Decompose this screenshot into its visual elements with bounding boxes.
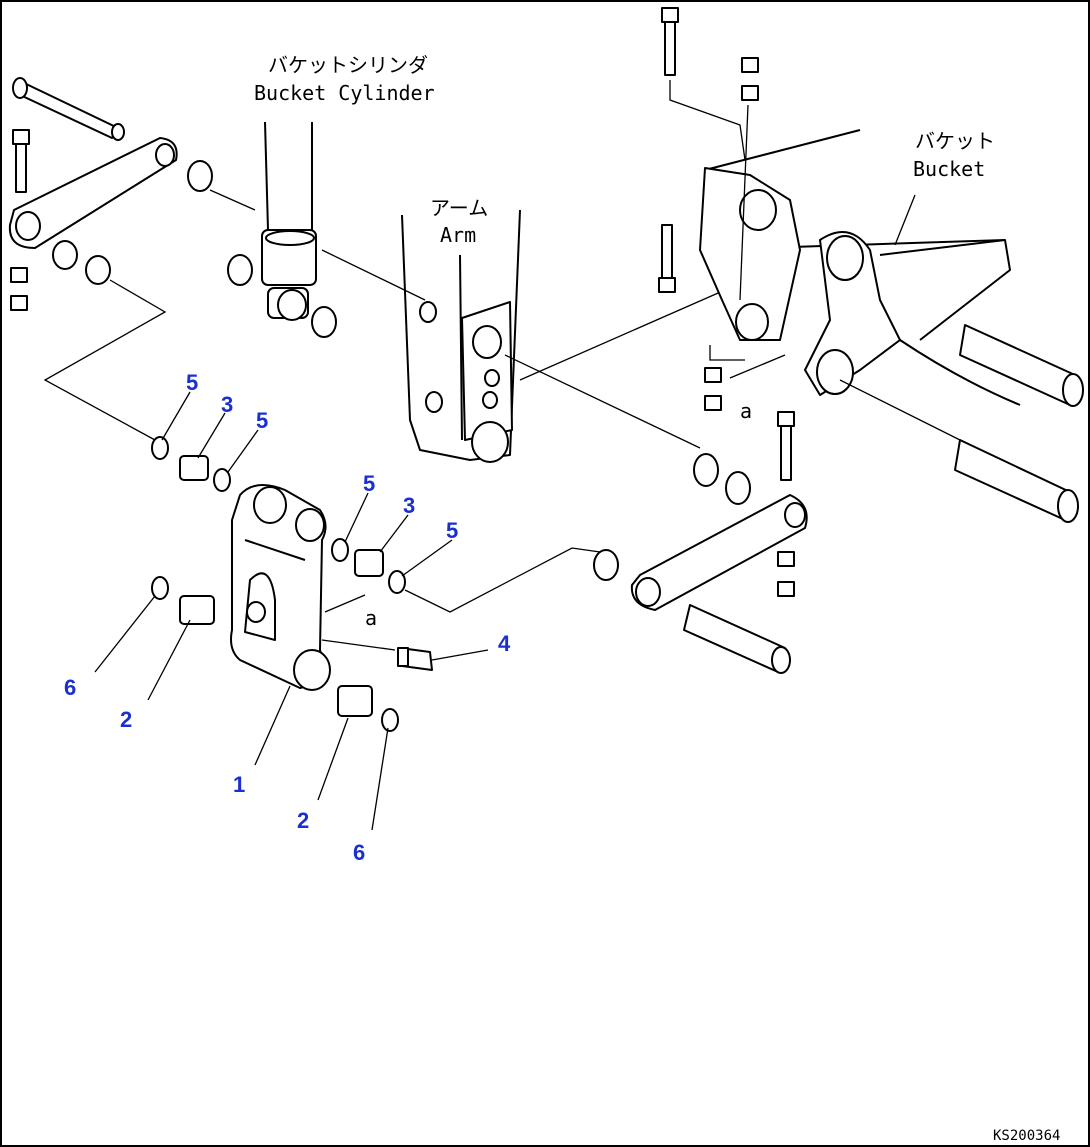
callout-5-right-top: 5: [363, 471, 375, 496]
callout-3-left: 3: [221, 392, 233, 417]
reference-a-link: a: [365, 606, 377, 630]
bucket-label-jp: バケット: [915, 129, 995, 153]
callout-6-right: 6: [353, 840, 365, 865]
callout-1: 1: [233, 772, 245, 797]
bucket: バケット Bucket a: [658, 7, 1084, 523]
bushings-and-seals: a: [151, 436, 433, 732]
callout-5-left-top: 5: [186, 370, 198, 395]
cylinder-label-en: Bucket Cylinder: [254, 81, 435, 105]
link-part-1: [230, 484, 331, 691]
drawing-code: KS200364: [993, 1128, 1060, 1144]
callout-4: 4: [498, 631, 511, 656]
callout-3-right: 3: [403, 493, 415, 518]
callout-5-left-second: 5: [256, 408, 268, 433]
link-bar-left: [8, 77, 256, 441]
callout-6-left: 6: [64, 675, 76, 700]
arm-label-jp: アーム: [430, 196, 488, 220]
callout-2-right: 2: [297, 808, 309, 833]
arm: アーム Arm: [401, 196, 726, 463]
cylinder-label-jp: バケットシリンダ: [268, 53, 428, 77]
reference-a-bucket: a: [740, 399, 752, 423]
callout-2-left: 2: [120, 707, 132, 732]
arm-label-en: Arm: [440, 223, 476, 247]
callout-5-right-second: 5: [446, 518, 458, 543]
bucket-cylinder: バケットシリンダ Bucket Cylinder: [227, 53, 435, 338]
bucket-label-en: Bucket: [913, 157, 985, 181]
leader-lines: [94, 391, 489, 831]
callout-numbers: 5 3 5 5 3 5 4 6 2 1 2 6: [64, 370, 511, 865]
link-bar-right: [404, 411, 808, 674]
